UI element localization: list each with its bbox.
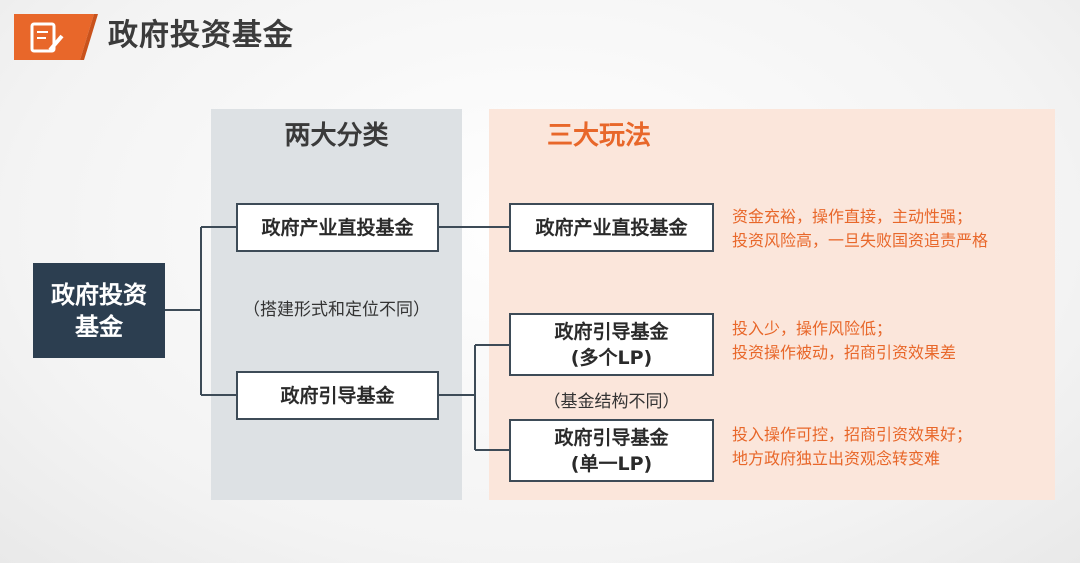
category-node-direct: 政府产业直投基金 [236, 203, 439, 252]
categories-heading: 两大分类 [284, 121, 389, 151]
playstyle-node-direct: 政府产业直投基金 [509, 203, 714, 252]
playstyle-label: 政府引导基金 [554, 320, 669, 343]
description-line: 投资风险高，一旦失败国资追责严格 [732, 231, 989, 250]
page-title: 政府投资基金 [108, 18, 294, 53]
categories-note: （搭建形式和定位不同） [243, 300, 430, 320]
root-label-line2: 基金 [75, 312, 123, 341]
playstyles-heading: 三大玩法 [546, 121, 651, 151]
playstyle-label: 政府引导基金 [554, 426, 669, 449]
playstyle-description: 投入少，操作风险低； 投资操作被动，招商引资效果差 [732, 317, 956, 365]
logo-icon [14, 10, 98, 64]
playstyle-sublabel: (单一LP) [570, 452, 653, 475]
playstyle-description: 资金充裕，操作直接，主动性强； 投资风险高，一旦失败国资追责严格 [732, 205, 988, 253]
description-line: 投资操作被动，招商引资效果差 [732, 343, 957, 362]
playstyle-sublabel: (多个LP) [570, 346, 653, 369]
description-line: 地方政府独立出资观念转变难 [732, 449, 941, 468]
categories-panel [211, 109, 462, 500]
category-node-guide: 政府引导基金 [236, 371, 439, 420]
playstyle-node-guide-single-lp: 政府引导基金 (单一LP) [509, 419, 714, 482]
playstyle-label: 政府产业直投基金 [535, 216, 688, 239]
description-line: 投入少，操作风险低； [732, 319, 893, 338]
description-line: 投入操作可控，招商引资效果好； [732, 425, 973, 444]
root-node: 政府投资 基金 [33, 263, 165, 358]
playstyles-note: （基金结构不同） [543, 392, 680, 412]
playstyle-node-guide-multi-lp: 政府引导基金 (多个LP) [509, 313, 714, 376]
playstyle-description: 投入操作可控，招商引资效果好； 地方政府独立出资观念转变难 [732, 423, 972, 471]
description-line: 资金充裕，操作直接，主动性强； [732, 207, 973, 226]
root-label-line1: 政府投资 [51, 280, 147, 309]
